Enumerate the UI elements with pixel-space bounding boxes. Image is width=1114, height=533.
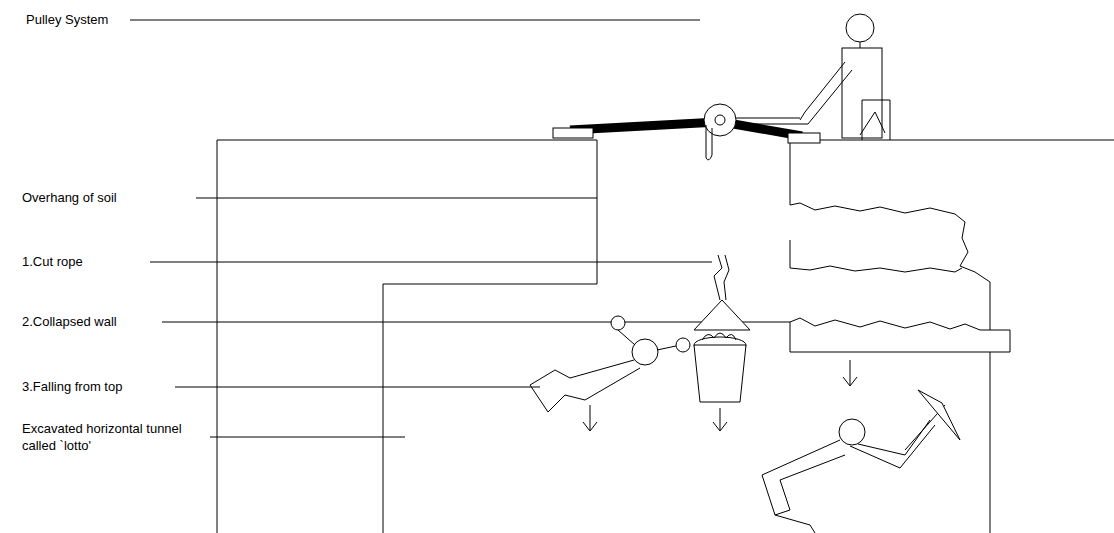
part-label: 3.Falling from top — [20, 378, 124, 395]
part-label: Excavated horizontal tunnel called `lott… — [20, 420, 192, 454]
falling-worker — [530, 316, 690, 431]
part-label: 2.Collapsed wall — [20, 313, 119, 330]
leader-lines — [130, 20, 790, 437]
part-label: 1.Cut rope — [20, 253, 85, 270]
pit-walls — [217, 140, 1114, 533]
cut-rope-bucket — [694, 255, 750, 431]
digging-worker — [762, 390, 960, 533]
part-label: Pulley System — [24, 11, 110, 28]
pulley-system — [553, 104, 820, 160]
worker-at-top — [800, 14, 890, 140]
part-label: Overhang of soil — [20, 189, 119, 206]
